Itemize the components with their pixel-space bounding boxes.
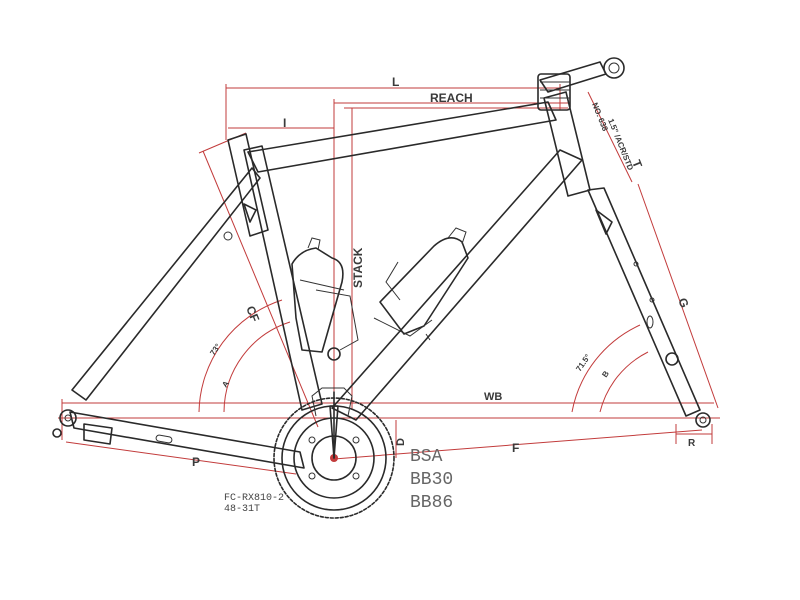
- label-i: I: [283, 116, 286, 130]
- bb-standard-bb86: BB86: [410, 493, 453, 513]
- label-seat-angle: 73°: [208, 342, 222, 357]
- label-g: G: [675, 296, 691, 310]
- crankset: [273, 387, 395, 519]
- label-f: F: [512, 441, 519, 455]
- bb-standard-bsa: BSA: [410, 447, 443, 467]
- water-bottle-seat-tube: [291, 237, 359, 361]
- bb-standard-bb30: BB30: [410, 470, 453, 490]
- label-l: L: [392, 75, 399, 89]
- label-headset-2: 1.5" /ACR/STD: [606, 117, 635, 171]
- bb-standards: BSA BB30 BB86: [410, 447, 453, 513]
- label-a: A: [220, 379, 231, 389]
- label-r: R: [688, 438, 696, 449]
- label-headset-1: NO. 638: [590, 101, 610, 133]
- label-b: B: [600, 369, 611, 379]
- label-cf: CF: [243, 304, 262, 324]
- dimension-lines: [58, 84, 720, 475]
- crankset-gearing: 48-31T: [224, 504, 260, 515]
- water-bottle-down-tube: [373, 227, 469, 341]
- crankset-note: FC-RX810-2 48-31T: [224, 493, 284, 515]
- label-d: D: [395, 438, 407, 446]
- label-stack: STACK: [351, 247, 365, 288]
- label-p: P: [192, 455, 200, 469]
- label-wb: WB: [484, 391, 502, 403]
- label-head-angle: 71.5°: [574, 353, 592, 374]
- dimension-labels: L REACH I STACK CF 73° A 71.5° B G T WB …: [192, 75, 696, 469]
- bike-frame: [52, 57, 711, 469]
- label-reach: REACH: [430, 91, 473, 105]
- crankset-model: FC-RX810-2: [224, 493, 284, 504]
